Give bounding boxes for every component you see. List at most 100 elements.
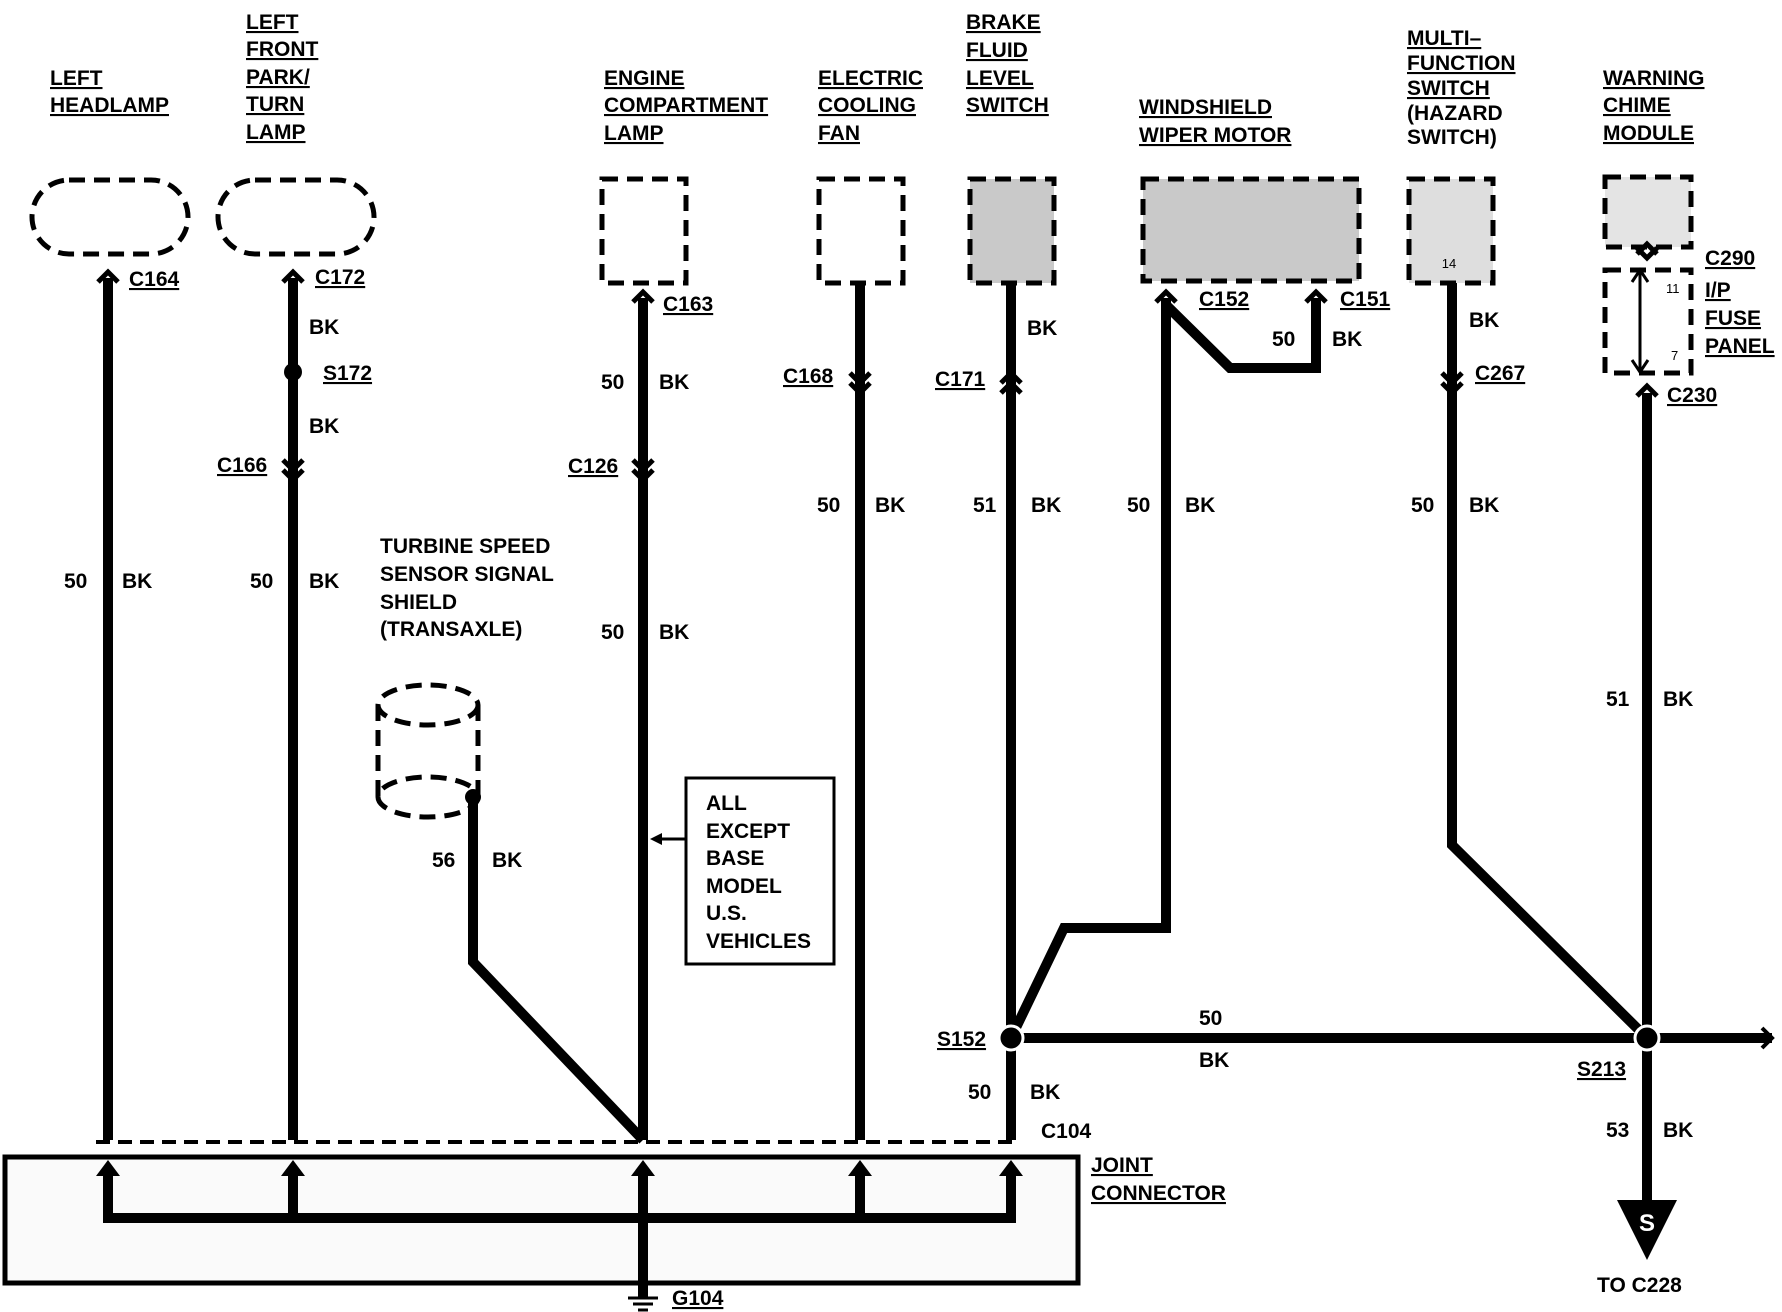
wire-label-mfs-lower-color: BK <box>1469 494 1499 517</box>
wire-label-headlamp-color: BK <box>122 570 152 593</box>
splice-arrow-symbol: S <box>1639 1210 1655 1237</box>
wire-windshield-wiper-motor <box>1006 298 1171 1041</box>
svg-text:COMPARTMENT: COMPARTMENT <box>604 94 768 117</box>
label-c152: C152 <box>1199 288 1249 311</box>
label-g104: G104 <box>672 1287 724 1310</box>
warning-chime-module-symbol <box>1602 174 1694 250</box>
svg-text:HEADLAMP: HEADLAMP <box>50 94 169 117</box>
label-s172: S172 <box>323 362 372 385</box>
label-c172: C172 <box>315 266 365 289</box>
svg-text:FAN: FAN <box>818 122 860 145</box>
wire-label-park-upper-color: BK <box>309 316 339 339</box>
svg-text:LAMP: LAMP <box>604 122 664 145</box>
wire-label-s213-down-color: BK <box>1663 1119 1693 1142</box>
svg-text:ALL: ALL <box>706 792 747 815</box>
wire-label-eng-lower-color: BK <box>659 621 689 644</box>
wire-label-turbine-size: 56 <box>432 849 455 872</box>
wire-label-brake-upper-color: BK <box>1027 317 1057 340</box>
label-c171: C171 <box>935 368 986 391</box>
svg-text:WARNING: WARNING <box>1603 67 1705 90</box>
wire-label-fan-size: 50 <box>817 494 840 517</box>
wire-label-mfs-upper-color: BK <box>1469 309 1499 332</box>
wire-label-wiper-main-color: BK <box>1185 494 1215 517</box>
svg-text:U.S.: U.S. <box>706 902 747 925</box>
svg-text:ELECTRIC: ELECTRIC <box>818 67 923 90</box>
label-c168: C168 <box>783 365 834 388</box>
label-c151: C151 <box>1340 288 1391 311</box>
svg-text:FLUID: FLUID <box>966 39 1028 62</box>
wire-label-eng-upper-color: BK <box>659 371 689 394</box>
title-left-front-park-turn-lamp: LEFT FRONT PARK/ TURN LAMP <box>246 11 318 144</box>
label-joint-connector: JOINT CONNECTOR <box>1091 1154 1226 1205</box>
joint-connector-internal-bus <box>96 1160 1023 1298</box>
left-headlamp-symbol <box>29 177 191 257</box>
svg-text:LAMP: LAMP <box>246 121 306 144</box>
wire-label-turbine-color: BK <box>492 849 522 872</box>
svg-text:SWITCH: SWITCH <box>966 94 1049 117</box>
title-warning-chime-module: WARNING CHIME MODULE <box>1603 67 1705 145</box>
svg-text:SENSOR SIGNAL: SENSOR SIGNAL <box>380 563 554 586</box>
wire-label-mfs-lower-size: 50 <box>1411 494 1434 517</box>
wire-wiper-motor-c151 <box>1162 298 1321 373</box>
svg-text:SWITCH): SWITCH) <box>1407 126 1497 149</box>
svg-text:TURBINE SPEED: TURBINE SPEED <box>380 535 550 558</box>
label-c126: C126 <box>568 455 618 478</box>
wire-turbine-speed-sensor <box>468 797 647 1144</box>
svg-text:LEFT: LEFT <box>50 67 103 90</box>
title-multi-function-switch: MULTI– FUNCTION SWITCH (HAZARD SWITCH) <box>1407 27 1516 149</box>
wire-label-fan-color: BK <box>875 494 905 517</box>
wire-label-park-mid-color: BK <box>309 415 339 438</box>
title-windshield-wiper-motor: WINDSHIELD WIPER MOTOR <box>1139 96 1291 147</box>
ip-fuse-panel-symbol <box>1602 267 1694 376</box>
wire-label-wiper-right-color: BK <box>1332 328 1362 351</box>
svg-text:FUNCTION: FUNCTION <box>1407 52 1516 75</box>
ip-fuse-panel-link: 11 7 <box>1630 267 1680 375</box>
inline-connector-marks <box>96 240 1775 1050</box>
turbine-speed-sensor-shield-symbol <box>375 682 481 820</box>
splice-arrow-to-c228 <box>1617 1200 1677 1260</box>
ground-g104-symbol <box>628 1296 658 1312</box>
wire-label-chime-size: 51 <box>1606 688 1630 711</box>
svg-text:(HAZARD: (HAZARD <box>1407 102 1503 125</box>
turbine-shield-tap <box>465 789 481 805</box>
svg-text:COOLING: COOLING <box>818 94 916 117</box>
wire-label-eng-lower-size: 50 <box>601 621 624 644</box>
label-c164: C164 <box>129 268 180 291</box>
wire-label-s152-down-size: 50 <box>968 1081 991 1104</box>
svg-text:7: 7 <box>1671 348 1678 363</box>
label-c267: C267 <box>1475 362 1525 385</box>
svg-text:FRONT: FRONT <box>246 38 318 61</box>
label-c166: C166 <box>217 454 267 477</box>
wire-label-s152-horizontal-size: 50 <box>1199 1007 1222 1030</box>
wire-label-headlamp-size: 50 <box>64 570 87 593</box>
svg-text:FUSE: FUSE <box>1705 307 1761 330</box>
svg-text:CHIME: CHIME <box>1603 94 1671 117</box>
ip-fuse-panel-label: I/P FUSE PANEL <box>1705 279 1775 358</box>
wire-label-brake-lower-color: BK <box>1031 494 1061 517</box>
svg-text:SWITCH: SWITCH <box>1407 77 1490 100</box>
svg-text:VEHICLES: VEHICLES <box>706 930 811 953</box>
left-front-park-turn-lamp-symbol <box>215 177 377 257</box>
title-turbine-speed-sensor: TURBINE SPEED SENSOR SIGNAL SHIELD (TRAN… <box>380 535 554 641</box>
svg-text:CONNECTOR: CONNECTOR <box>1091 1182 1226 1205</box>
svg-text:TURN: TURN <box>246 93 304 116</box>
svg-text:LEFT: LEFT <box>246 11 299 34</box>
svg-text:JOINT: JOINT <box>1091 1154 1153 1177</box>
note-all-except-base-model: ALL EXCEPT BASE MODEL U.S. VEHICLES <box>650 776 836 966</box>
svg-text:MODEL: MODEL <box>706 875 782 898</box>
svg-text:LEVEL: LEVEL <box>966 67 1034 90</box>
brake-fluid-level-switch-symbol <box>967 176 1057 286</box>
svg-text:PARK/: PARK/ <box>246 66 310 89</box>
wire-label-park-lower-color: BK <box>309 570 339 593</box>
svg-text:PANEL: PANEL <box>1705 335 1775 358</box>
wire-label-brake-lower-size: 51 <box>973 494 997 517</box>
svg-text:EXCEPT: EXCEPT <box>706 820 790 843</box>
title-engine-compartment-lamp: ENGINE COMPARTMENT LAMP <box>604 67 768 145</box>
svg-text:BASE: BASE <box>706 847 764 870</box>
splice-s172 <box>284 363 302 381</box>
svg-text:MODULE: MODULE <box>1603 122 1694 145</box>
svg-text:I/P: I/P <box>1705 279 1731 302</box>
label-s213: S213 <box>1577 1058 1626 1081</box>
wire-label-wiper-main-size: 50 <box>1127 494 1150 517</box>
